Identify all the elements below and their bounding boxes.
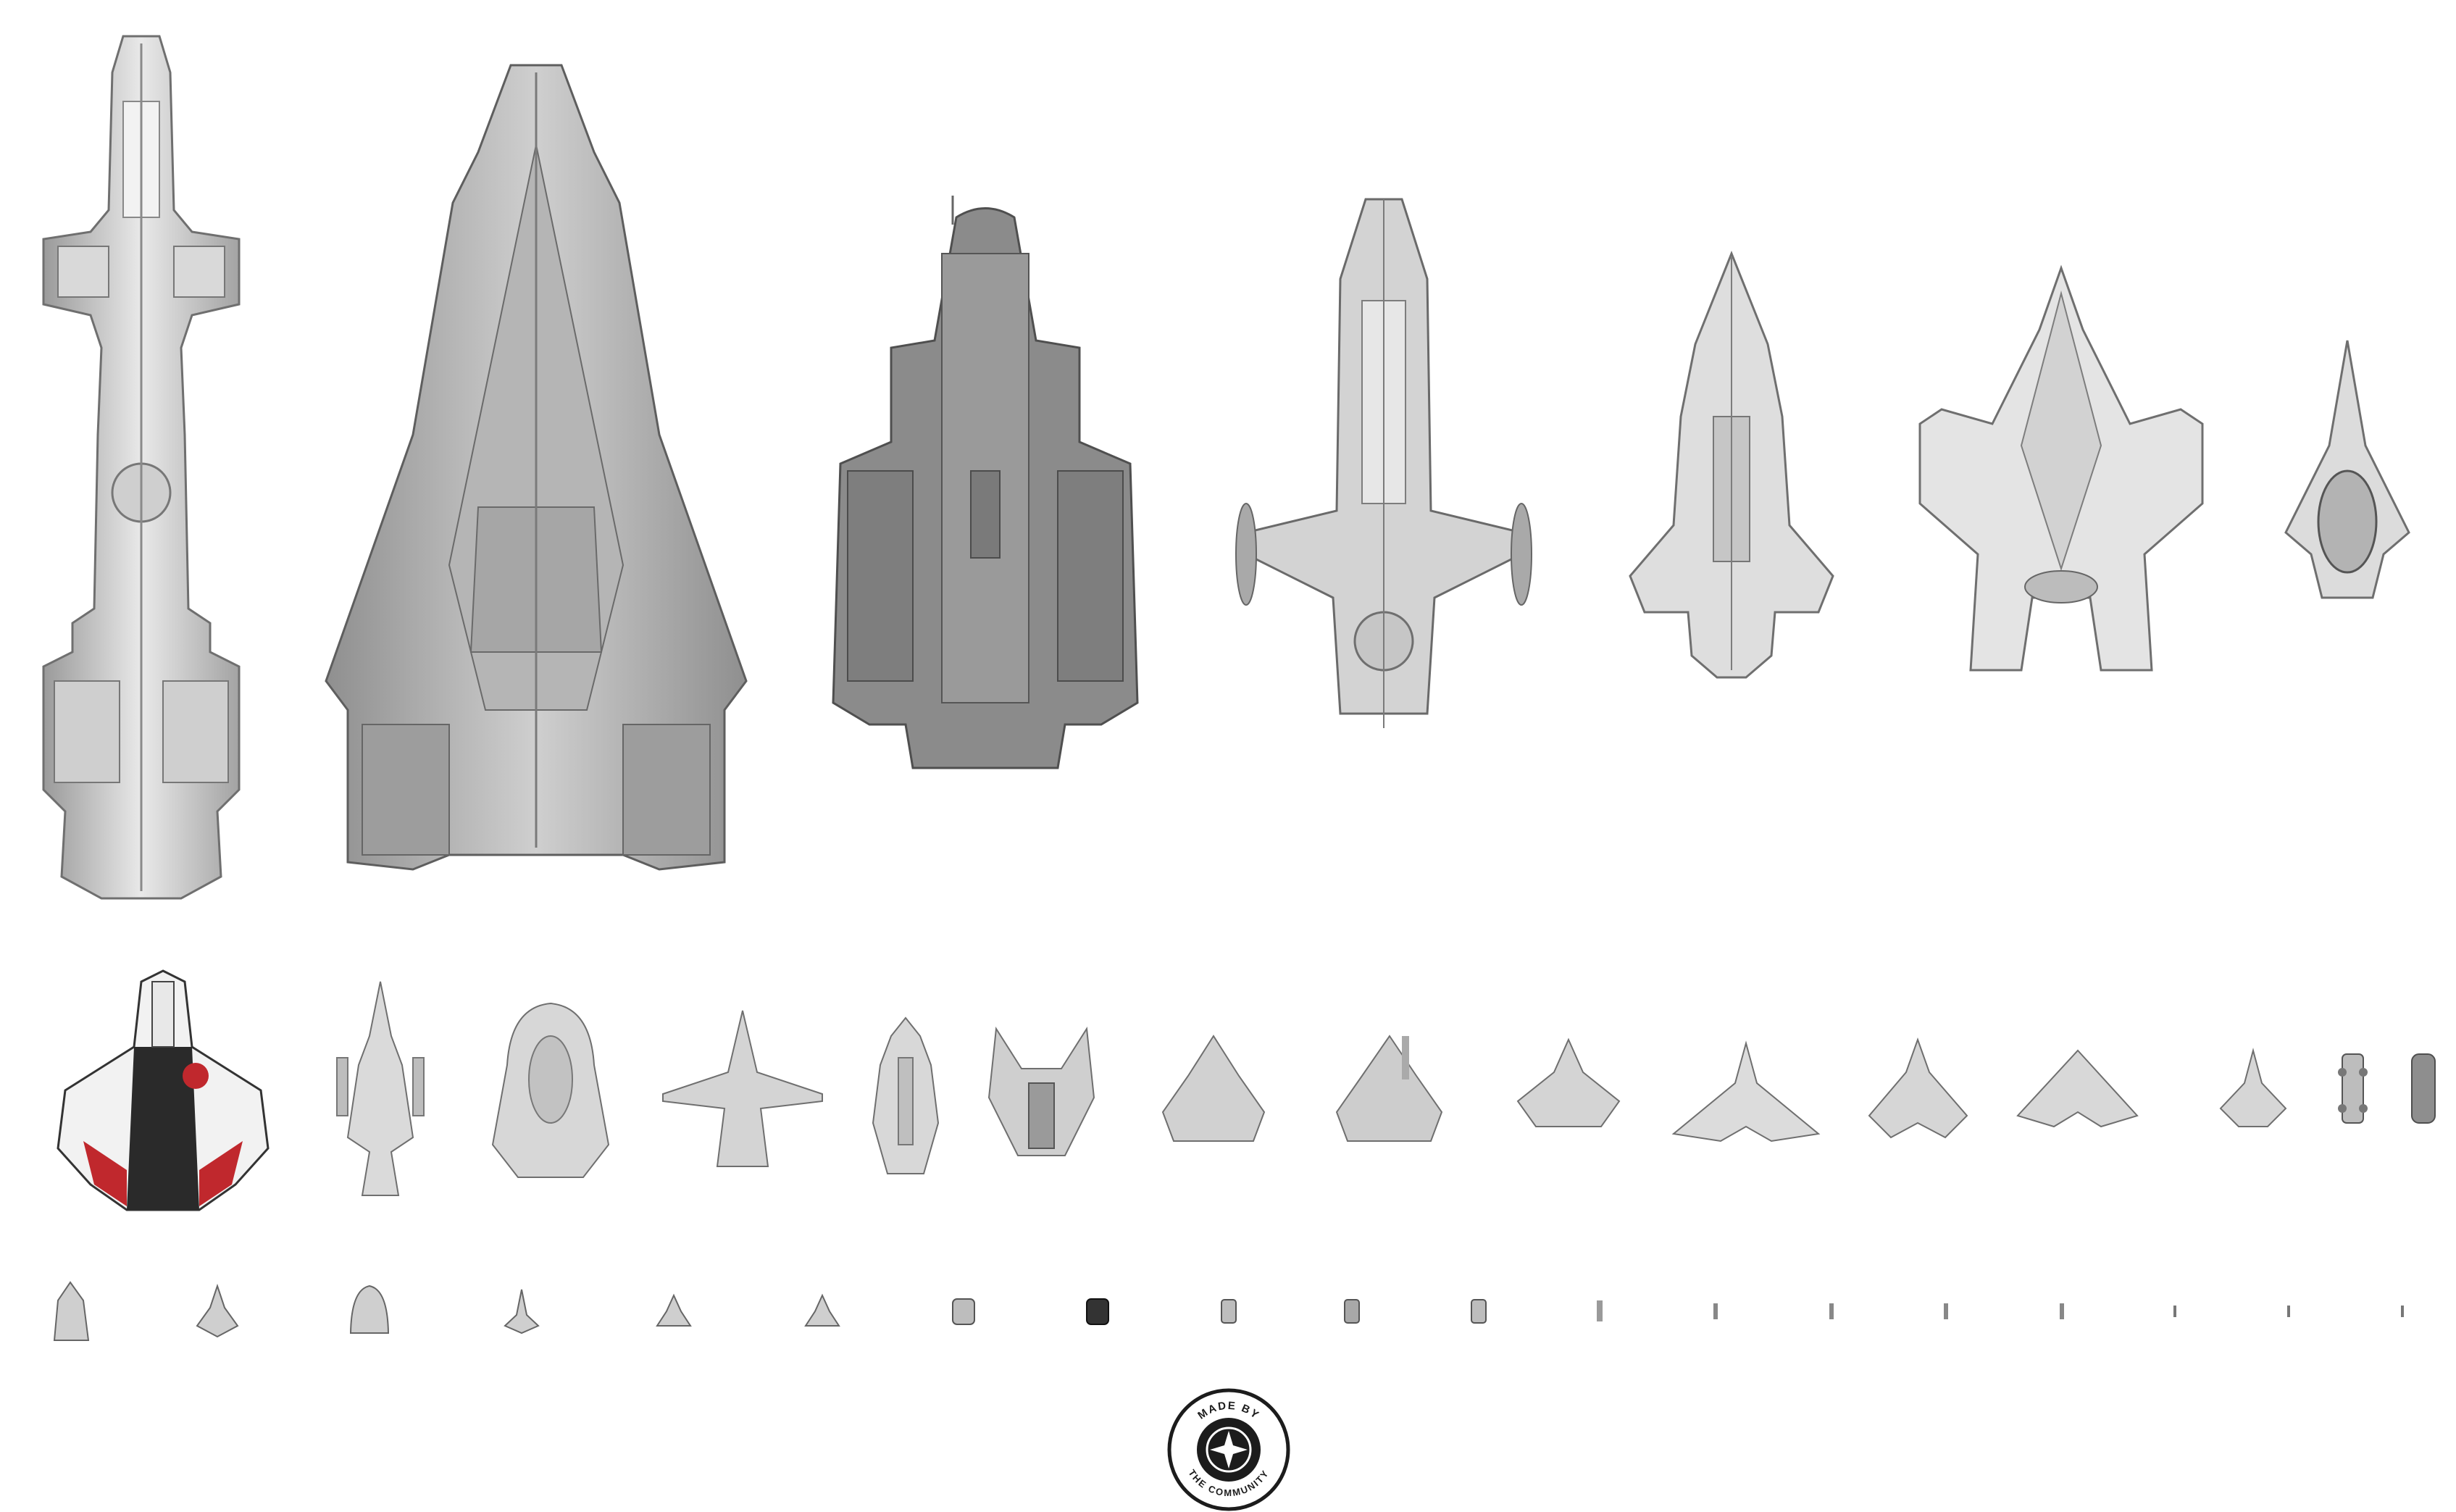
tiny-ship-13 <box>1711 1301 1720 1321</box>
armored-transport-ship <box>826 196 1145 775</box>
mini-rover <box>2336 1051 2369 1127</box>
delta-starship-large <box>1913 264 2210 674</box>
arrowhead-fighter-a <box>1159 1032 1268 1148</box>
twin-pod-shuttle-ship <box>869 1014 942 1177</box>
tiny-ship-11 <box>1469 1297 1489 1326</box>
tiny-ship-9 <box>1219 1297 1239 1326</box>
arrow-frigate-ship <box>1623 250 1840 685</box>
tiny-ship-8 <box>1083 1295 1112 1328</box>
tiny-ship-18 <box>2286 1304 2292 1319</box>
tiny-ship-7 <box>949 1295 978 1328</box>
teardrop-fighter-ship <box>2282 337 2413 601</box>
tiny-ship-14 <box>1827 1301 1836 1321</box>
swept-wing-fighter-ship <box>659 1007 826 1174</box>
tiny-ship-1 <box>51 1279 91 1348</box>
needle-nose-ship <box>333 978 427 1203</box>
tiny-ship-19 <box>2399 1304 2405 1319</box>
tiny-ship-16 <box>2058 1301 2066 1321</box>
compact-gunship <box>1514 1036 1623 1134</box>
flying-wing-ship <box>2014 1047 2141 1130</box>
tiny-ship-17 <box>2172 1304 2178 1319</box>
small-scout-ship <box>2217 1047 2289 1130</box>
large-wedge-carrier-ship <box>319 58 753 877</box>
red-accent-fighter-ship <box>54 967 272 1214</box>
tiny-ship-15 <box>1942 1301 1950 1321</box>
made-by-the-community-badge: MADE BY THE COMMUNITY <box>1166 1387 1291 1512</box>
crab-wing-ship <box>985 1025 1098 1159</box>
capital-ship-long <box>36 29 246 902</box>
tiny-ship-5 <box>656 1293 692 1333</box>
arrowhead-fighter-b <box>1333 1032 1445 1148</box>
tiny-ship-10 <box>1342 1297 1362 1326</box>
delta-interceptor <box>1670 1040 1822 1145</box>
tiny-ship-6 <box>804 1293 840 1333</box>
bulbous-explorer-ship <box>489 1000 612 1181</box>
twin-tail-fighter <box>1866 1036 1971 1141</box>
tiny-ship-4 <box>504 1286 540 1337</box>
tiny-ship-3 <box>348 1282 391 1340</box>
mini-capsule <box>2409 1051 2438 1127</box>
tiny-ship-12 <box>1594 1298 1605 1324</box>
winged-cruiser-ship <box>1217 192 1550 743</box>
tiny-ship-2 <box>196 1282 239 1340</box>
